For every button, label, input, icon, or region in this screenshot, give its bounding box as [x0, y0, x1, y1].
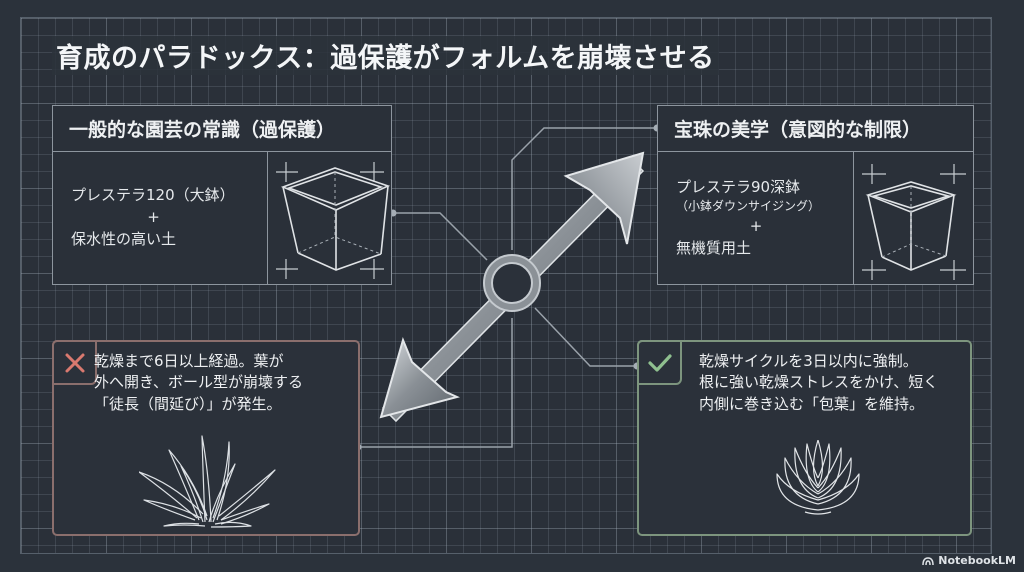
soil-spec: 無機質用土 — [676, 238, 752, 257]
panel-body: プレステラ90深鉢 （小鉢ダウンサイジング） + 無機質用土 — [658, 152, 853, 284]
wide-pot-icon — [267, 152, 391, 284]
deep-pot-icon — [853, 152, 973, 284]
double-arrow-icon — [379, 151, 645, 423]
watermark-label: NotebookLM — [938, 554, 1016, 567]
description-line: 乾燥まで6日以上経過。葉が — [94, 352, 284, 370]
plus-sign: + — [749, 216, 763, 235]
bonsai-method-panel: 宝珠の美学（意図的な制限） プレステラ90深鉢 （小鉢ダウンサイジング） + 無… — [657, 105, 974, 285]
notebooklm-watermark: NotebookLM — [922, 554, 1016, 567]
outcome-description: 乾燥まで6日以上経過。葉が 外へ開き、ボール型が崩壊する 「徒長（間延び）」が発… — [94, 351, 303, 415]
conventional-method-panel: 一般的な園芸の常識（過保護） プレステラ120（大鉢） + 保水性の高い土 — [52, 105, 392, 285]
description-line: 乾燥サイクルを3日以内に強制。 — [699, 352, 918, 370]
compact-rosette-icon — [775, 439, 861, 520]
panel-body: プレステラ120（大鉢） + 保水性の高い土 — [53, 152, 268, 284]
pot-spec-note: （小鉢ダウンサイジング） — [676, 199, 821, 214]
description-line: 「徒長（間延び）」が発生。 — [94, 394, 282, 413]
cross-icon — [52, 340, 97, 385]
panel-heading: 宝珠の美学（意図的な制限） — [658, 106, 973, 152]
notebooklm-logo-icon — [922, 556, 934, 565]
plus-sign: + — [147, 208, 160, 227]
spread-agave-icon — [138, 434, 279, 533]
soil-spec: 保水性の高い土 — [71, 229, 177, 248]
overprotection-outcome-card: 乾燥まで6日以上経過。葉が 外へ開き、ボール型が崩壊する 「徒長（間延び）」が発… — [52, 340, 360, 536]
description-line: 内側に巻き込む「包葉」を維持。 — [699, 394, 925, 413]
panel-heading: 一般的な園芸の常識（過保護） — [53, 106, 391, 152]
page-title: 育成のパラドックス：過保護がフォルムを崩壊させる — [52, 36, 719, 75]
check-icon — [637, 340, 682, 385]
outcome-description: 乾燥サイクルを3日以内に強制。 根に強い乾燥ストレスをかけ、短く 内側に巻き込む… — [699, 351, 938, 415]
description-line: 根に強い乾燥ストレスをかけ、短く — [699, 373, 939, 392]
pot-spec: プレステラ120（大鉢） — [71, 186, 235, 205]
description-line: 外へ開き、ボール型が崩壊する — [94, 373, 303, 392]
deliberate-restriction-outcome-card: 乾燥サイクルを3日以内に強制。 根に強い乾燥ストレスをかけ、短く 内側に巻き込む… — [637, 340, 972, 536]
pot-spec: プレステラ90深鉢 — [676, 177, 801, 196]
